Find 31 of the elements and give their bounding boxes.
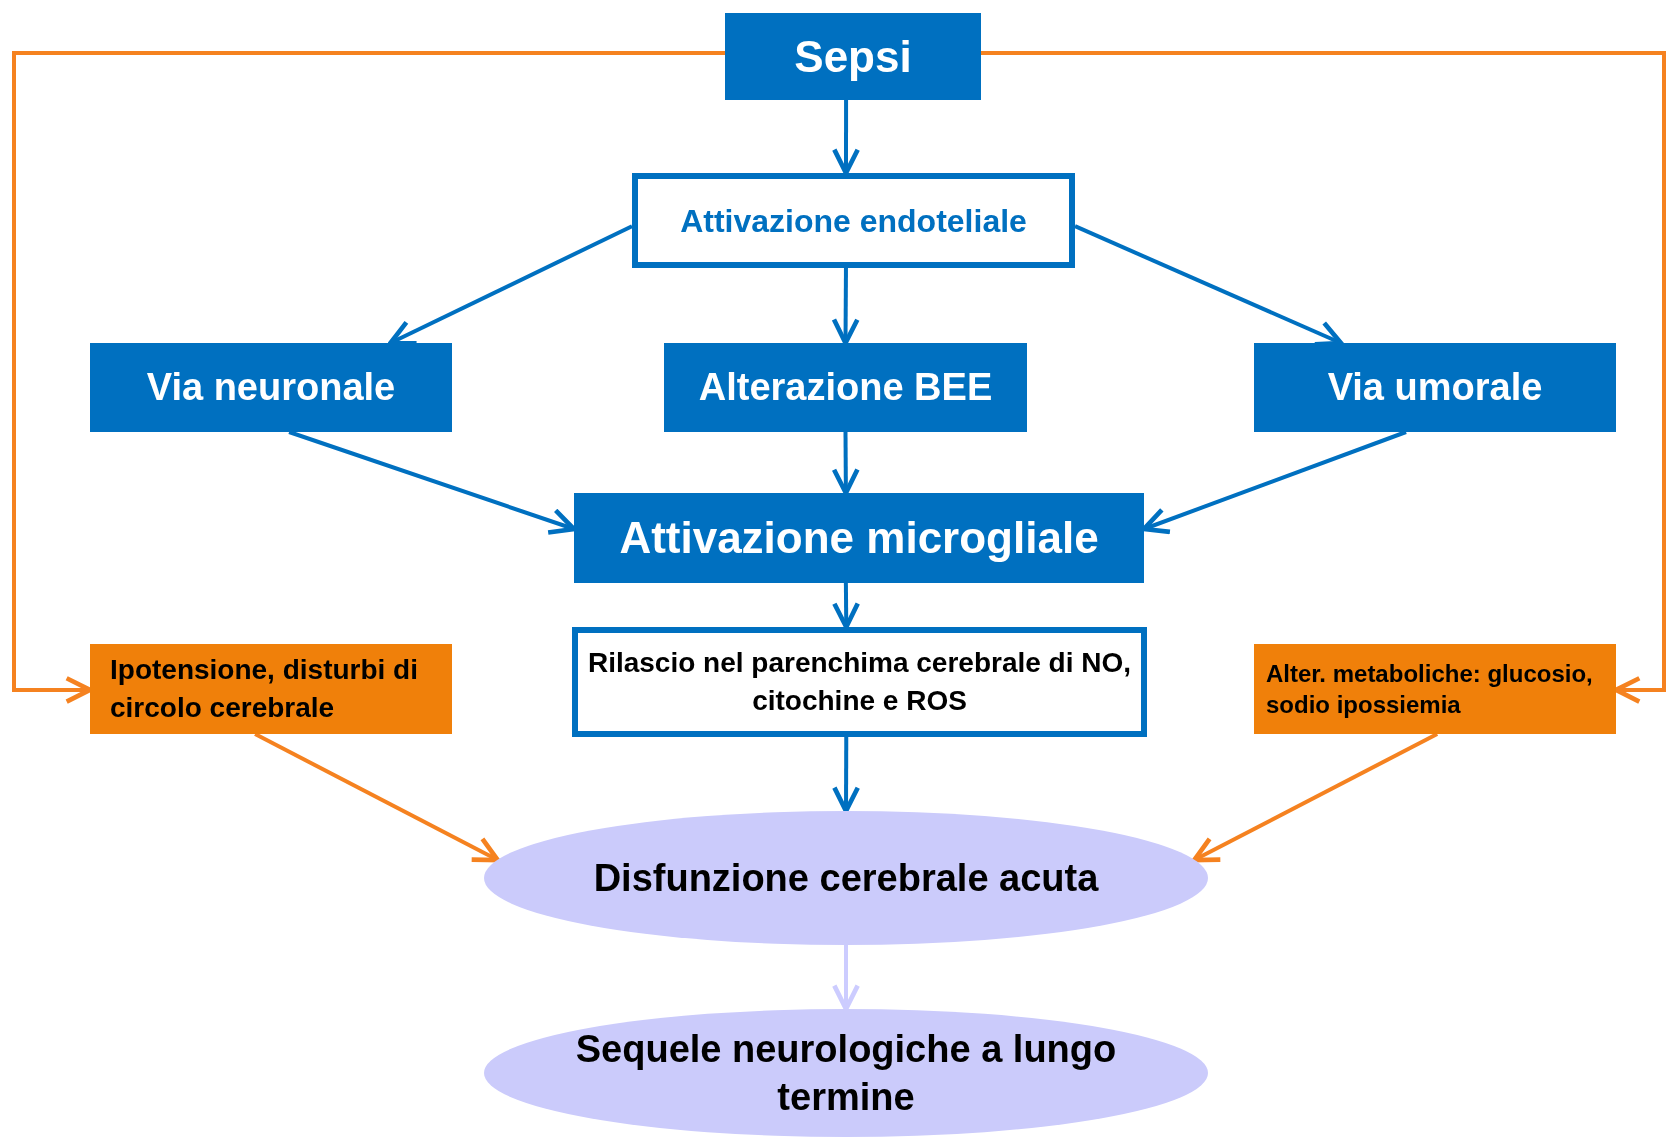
arrow [832, 737, 861, 814]
node-text: Via umorale [1327, 365, 1543, 410]
process-box [574, 493, 1144, 583]
arrow [832, 100, 860, 176]
node-text: Attivazione microgliale [619, 512, 1099, 564]
process-box [1254, 343, 1616, 432]
process-box [664, 343, 1027, 432]
process-box [90, 343, 452, 432]
node-text: Disfunzione cerebrale acuta [593, 855, 1099, 901]
arrow [1191, 732, 1439, 863]
node-text: Ipotensione, disturbi di circolo cerebrale [110, 653, 419, 725]
factor-box [1254, 644, 1616, 734]
node-text: Sepsi [794, 30, 912, 83]
arrow [12, 51, 725, 704]
arrow [832, 945, 860, 1012]
arrow [832, 582, 861, 630]
node-text: Alterazione BEE [698, 365, 993, 410]
arrow [388, 224, 633, 346]
process-box [725, 13, 981, 100]
node-text: Via neuronale [146, 365, 396, 410]
process-box [632, 173, 1075, 268]
arrow [831, 432, 860, 496]
node-text: Alter. metaboliche: glucosio, sodio ipossiemia [1266, 659, 1594, 720]
arrow [981, 51, 1666, 704]
arrow [254, 732, 501, 863]
arrow [831, 268, 860, 346]
node-text: Attivazione endoteliale [680, 201, 1027, 241]
process-box [572, 627, 1147, 737]
node-text: Sequele neurologiche a lungo termine [574, 1027, 1118, 1120]
node-text: Rilascio nel parenchima cerebrale di NO, citochine e ROS [586, 646, 1133, 718]
factor-box [90, 644, 452, 734]
